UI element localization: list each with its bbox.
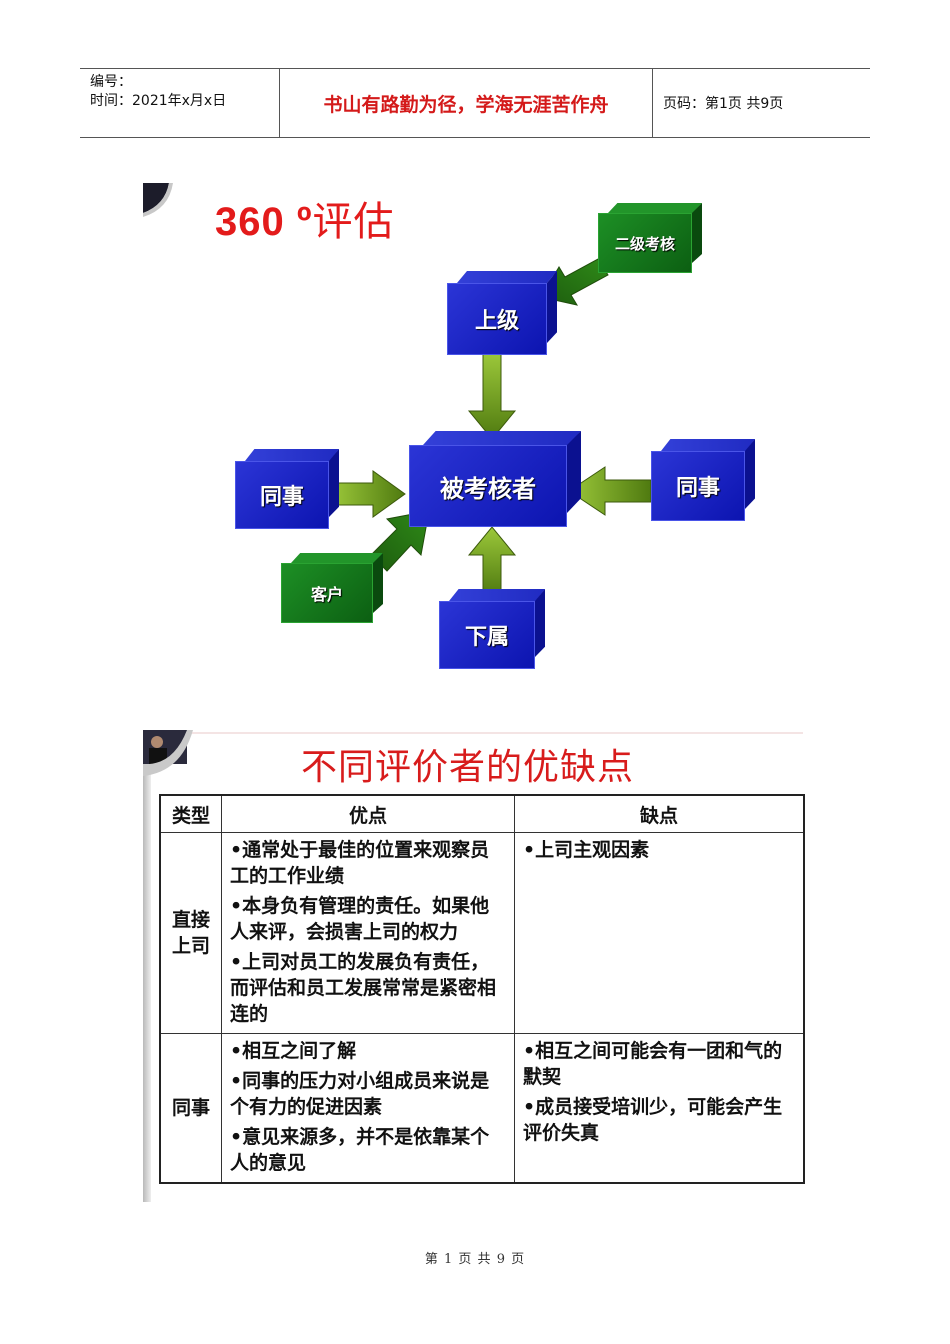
slide-corner-photo [143,730,193,776]
row-type-cell: 同事 [159,1033,222,1184]
arrow-peer-right-to-center [568,466,652,516]
row-type-cell: 直接上司 [159,832,222,1034]
slide-left-edge [143,730,151,1202]
pro-item: •相互之间了解 [230,1040,357,1062]
pros-cell: •相互之间了解 •同事的压力对小组成员来说是个有力的促进因素 •意见来源多，并不… [221,1033,515,1184]
page-footer: 第 1 页 共 9 页 [424,1252,526,1267]
table-row: 同事 •相互之间了解 •同事的压力对小组成员来说是个有力的促进因素 •意见来源多… [159,1033,805,1184]
label-subordinate: 下属 [439,601,535,669]
box-second-review: 二级考核 [598,203,702,273]
title-rule [183,732,803,734]
header-cons: 缺点 [514,794,805,833]
box-customer: 客户 [281,553,383,623]
header-motto: 书山有路勤为径，学海无涯苦作舟 [280,69,653,137]
arrow-subordinate-to-center [467,526,517,596]
con-item: •相互之间可能会有一团和气的默契 [523,1040,783,1088]
box-appraisee: 被考核者 [409,431,581,527]
cons-cell: •上司主观因素 [514,832,805,1034]
pros-cell: •通常处于最佳的位置来观察员工的工作业绩 •本身负有管理的责任。如果他人来评，会… [221,832,515,1034]
label-appraisee: 被考核者 [409,445,567,527]
time-label: 时间：2021年x月x日 [90,93,227,109]
slide-evaluator-comparison: 不同评价者的优缺点 类型 优点 缺点 直接上司 •通常处于最佳的位置来观察员工的… [143,730,809,1202]
box-superior: 上级 [447,271,557,355]
document-header: 编号： 时间：2021年x月x日 书山有路勤为径，学海无涯苦作舟 页码：第1页 … [80,68,870,138]
con-item: •上司主观因素 [523,839,650,861]
header-meta: 编号： 时间：2021年x月x日 [80,69,280,137]
arrow-review-to-superior [540,258,609,306]
header-page-info: 页码：第1页 共9页 [663,96,784,112]
pro-item: •本身负有管理的责任。如果他人来评，会损害上司的权力 [230,895,490,943]
header-type: 类型 [159,794,222,833]
table-row: 直接上司 •通常处于最佳的位置来观察员工的工作业绩 •本身负有管理的责任。如果他… [159,832,805,1034]
pro-item: •同事的压力对小组成员来说是个有力的促进因素 [230,1070,490,1118]
row-type: 同事 [171,1097,210,1119]
box-subordinate: 下属 [439,589,545,669]
label-superior: 上级 [447,283,547,355]
box-peer-left: 同事 [235,449,339,529]
label-peer-right: 同事 [651,451,745,521]
box-peer-right: 同事 [651,439,755,521]
slide-title: 360 º评估 [215,189,394,247]
label-peer-left: 同事 [235,461,329,529]
comparison-table: 类型 优点 缺点 直接上司 •通常处于最佳的位置来观察员工的工作业绩 •本身负有… [159,794,805,1184]
pro-item: •意见来源多，并不是依靠某个人的意见 [230,1126,490,1174]
row-type: 直接上司 [171,909,210,957]
cons-cell: •相互之间可能会有一团和气的默契 •成员接受培训少，可能会产生评价失真 [514,1033,805,1184]
con-item: •成员接受培训少，可能会产生评价失真 [523,1096,783,1144]
slide-360-evaluation: 360 º评估 被考核者 [143,183,803,683]
slide-corner-swoosh [143,183,173,217]
header-pros: 优点 [221,794,515,833]
label-second-review: 二级考核 [598,213,692,273]
pro-item: •上司对员工的发展负有责任，而评估和员工发展常常是紧密相连的 [230,951,497,1025]
table-header-row: 类型 优点 缺点 [159,794,805,833]
label-customer: 客户 [281,563,373,623]
code-label: 编号： [90,74,132,90]
arrow-peer-left-to-center [330,470,406,518]
arrow-superior-to-center [467,352,517,440]
slide-title: 不同评价者的优缺点 [301,747,635,788]
title-number: 360 º [215,200,313,244]
pro-item: •通常处于最佳的位置来观察员工的工作业绩 [230,839,490,887]
title-text: 评估 [312,199,395,245]
